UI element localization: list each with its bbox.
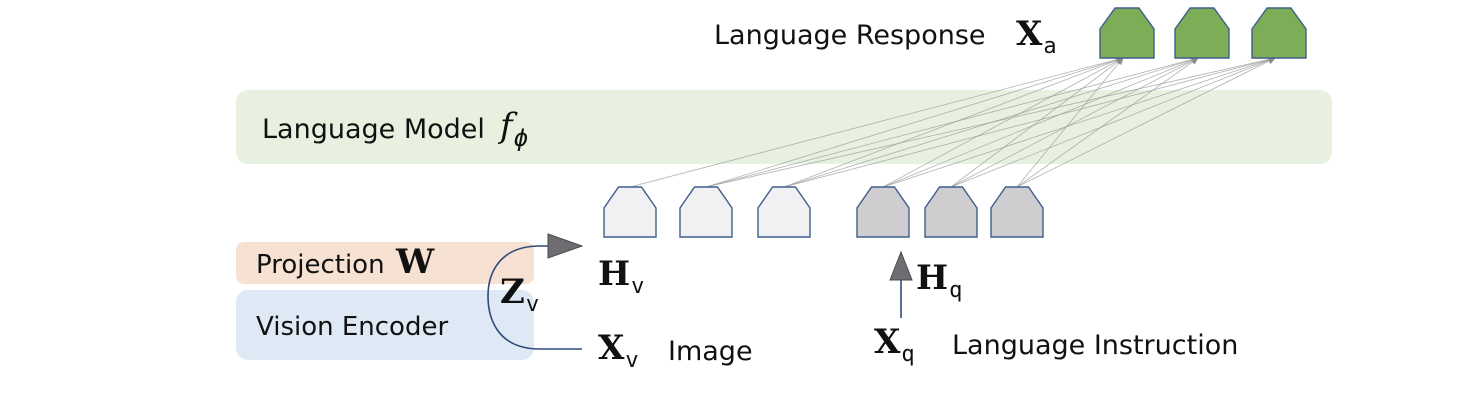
token-connection-10 (882, 56, 1276, 188)
visual-features-z: Z (500, 272, 525, 312)
token-connection-5 (783, 56, 1124, 188)
token-connection-15 (1016, 57, 1199, 188)
token-connection-6 (783, 56, 1199, 188)
language-model-block (236, 90, 1332, 164)
response-symbol-x: X (1016, 14, 1043, 54)
instruction-input-x: X (874, 322, 901, 362)
language-model-label: Language Model (262, 114, 485, 145)
visual-features-symbol: Zv (500, 272, 539, 317)
language-model-symbol: fϕ (500, 106, 528, 152)
token-connection-14 (1016, 57, 1124, 188)
instruction-token-1 (856, 186, 910, 238)
visual-tokens-h: H (598, 254, 631, 294)
visual-tokens-subscript: v (631, 274, 645, 299)
vision-encoder-block (236, 290, 534, 360)
instruction-input-label: Language Instruction (952, 330, 1239, 361)
image-input-x: X (598, 328, 625, 368)
token-connections (629, 55, 1276, 188)
image-input-subscript: v (625, 348, 639, 373)
token-connection-7 (783, 56, 1276, 188)
image-input-symbol: Xv (598, 328, 639, 373)
visual-token-1 (603, 186, 657, 238)
response-token-2 (1174, 7, 1230, 59)
instruction-tokens-symbol: Hq (916, 258, 962, 303)
projection-label: Projection (256, 250, 385, 280)
language-response-label: Language Response (714, 20, 986, 51)
instruction-input-subscript: q (901, 342, 915, 367)
image-input-label: Image (668, 336, 753, 367)
projection-block (236, 242, 534, 284)
token-connection-13 (950, 57, 1276, 188)
token-connection-2 (705, 56, 1124, 188)
encoder-projection-connector (487, 245, 582, 350)
vision-encoder-label: Vision Encoder (256, 312, 449, 342)
instruction-tokens-subscript: q (949, 278, 963, 303)
token-connection-3 (705, 56, 1199, 188)
instruction-input-symbol: Xq (874, 322, 915, 367)
token-connection-8 (882, 57, 1124, 188)
token-connection-11 (950, 57, 1124, 188)
visual-token-2 (679, 186, 733, 238)
instruction-input-arrow (889, 250, 913, 281)
token-connection-16 (1016, 57, 1276, 188)
instruction-token-2 (924, 186, 978, 238)
projection-symbol: W (396, 242, 435, 282)
response-subscript: a (1043, 34, 1057, 59)
response-symbol: Xa (1016, 14, 1057, 59)
token-connection-1 (629, 56, 1124, 188)
visual-tokens-symbol: Hv (598, 254, 644, 299)
instruction-token-3 (990, 186, 1044, 238)
token-connection-12 (950, 57, 1199, 188)
visual-features-subscript: v (525, 292, 540, 317)
token-shapes (603, 7, 1307, 238)
visual-token-3 (757, 186, 811, 238)
projection-output-arrow (547, 233, 584, 259)
response-token-1 (1099, 7, 1155, 59)
model-subscript: ϕ (513, 124, 529, 152)
response-token-3 (1251, 7, 1307, 59)
model-symbol-f: f (500, 106, 513, 146)
token-connection-9 (882, 57, 1199, 188)
instruction-tokens-h: H (916, 258, 949, 298)
